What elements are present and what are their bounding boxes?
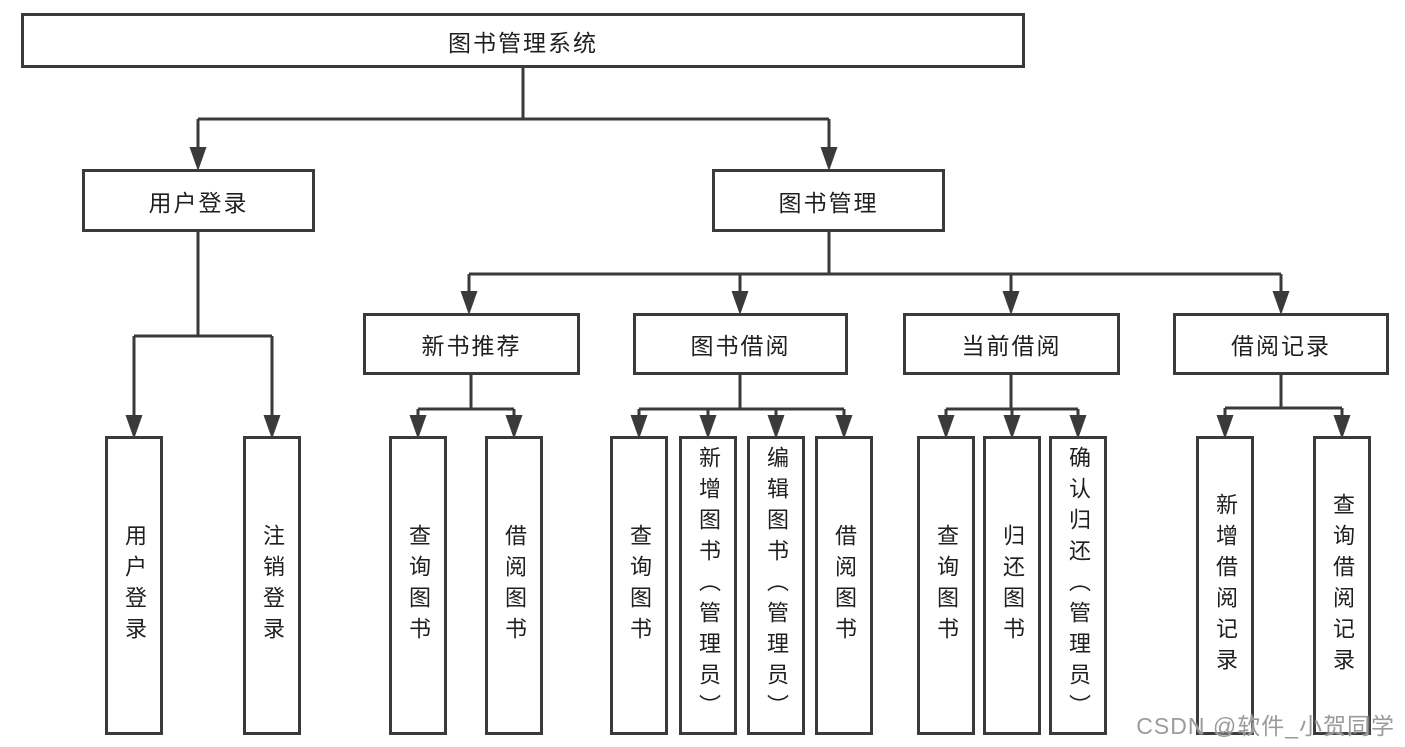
leaf-user-login: 用户登录 xyxy=(105,436,163,735)
leaf-return-book: 归还图书 xyxy=(983,436,1041,735)
node-borrow-records-label: 借阅记录 xyxy=(1231,333,1331,359)
leaf-query-book-recommend: 查询图书 xyxy=(389,436,447,735)
node-user-login-label: 用户登录 xyxy=(148,189,249,216)
arrowheads xyxy=(125,147,1351,439)
leaf-logout-label: 注销登录 xyxy=(260,523,285,648)
wire-new-book-children xyxy=(416,375,516,418)
leaf-query-borrow-record: 查询借阅记录 xyxy=(1313,436,1371,735)
leaf-edit-book-admin-label: 编辑图书（管理员） xyxy=(764,446,789,725)
node-book-borrow-label: 图书借阅 xyxy=(690,333,791,359)
leaf-add-borrow-record-label: 新增借阅记录 xyxy=(1213,492,1238,679)
leaf-return-book-label: 归还图书 xyxy=(1000,523,1025,648)
wire-book-borrow-children xyxy=(637,375,846,418)
wire-book-mgmt-children xyxy=(467,232,1283,294)
leaf-add-book-admin: 新增图书（管理员） xyxy=(679,436,737,735)
leaf-borrow-book-recommend-label: 借阅图书 xyxy=(502,523,527,648)
csdn-watermark: CSDN @软件_小贺同学 xyxy=(1136,713,1395,739)
leaf-logout: 注销登录 xyxy=(243,436,301,735)
wire-user-login-children xyxy=(132,232,274,418)
leaf-query-book-recommend-label: 查询图书 xyxy=(406,523,431,648)
node-borrow-records: 借阅记录 xyxy=(1173,313,1389,375)
wire-root-to-level2 xyxy=(196,66,831,150)
leaf-user-login-label: 用户登录 xyxy=(122,523,147,648)
leaf-query-book-borrow: 查询图书 xyxy=(610,436,668,735)
leaf-borrow-book: 借阅图书 xyxy=(815,436,873,735)
node-book-management-label: 图书管理 xyxy=(778,189,879,216)
leaf-borrow-book-label: 借阅图书 xyxy=(832,523,857,648)
leaf-query-book-borrow-label: 查询图书 xyxy=(627,523,652,648)
wire-borrow-records-children xyxy=(1223,375,1344,418)
node-book-management: 图书管理 xyxy=(712,169,945,232)
node-book-borrow: 图书借阅 xyxy=(633,313,848,375)
leaf-confirm-return-admin-label: 确认归还（管理员） xyxy=(1066,446,1091,725)
wire-current-borrow-children xyxy=(944,375,1080,418)
leaf-edit-book-admin: 编辑图书（管理员） xyxy=(747,436,805,735)
leaf-query-book-current-label: 查询图书 xyxy=(934,523,959,648)
node-current-borrow-label: 当前借阅 xyxy=(961,333,1062,359)
leaf-add-book-admin-label: 新增图书（管理员） xyxy=(696,446,721,725)
node-new-book-recommend: 新书推荐 xyxy=(363,313,580,375)
leaf-query-borrow-record-label: 查询借阅记录 xyxy=(1330,492,1355,679)
node-current-borrow: 当前借阅 xyxy=(903,313,1120,375)
leaf-query-book-current: 查询图书 xyxy=(917,436,975,735)
leaf-add-borrow-record: 新增借阅记录 xyxy=(1196,436,1254,735)
node-new-book-recommend-label: 新书推荐 xyxy=(421,333,522,359)
leaf-confirm-return-admin: 确认归还（管理员） xyxy=(1049,436,1107,735)
node-root-label: 图书管理系统 xyxy=(448,29,598,56)
node-user-login: 用户登录 xyxy=(82,169,315,232)
leaf-borrow-book-recommend: 借阅图书 xyxy=(485,436,543,735)
node-root: 图书管理系统 xyxy=(21,13,1025,68)
